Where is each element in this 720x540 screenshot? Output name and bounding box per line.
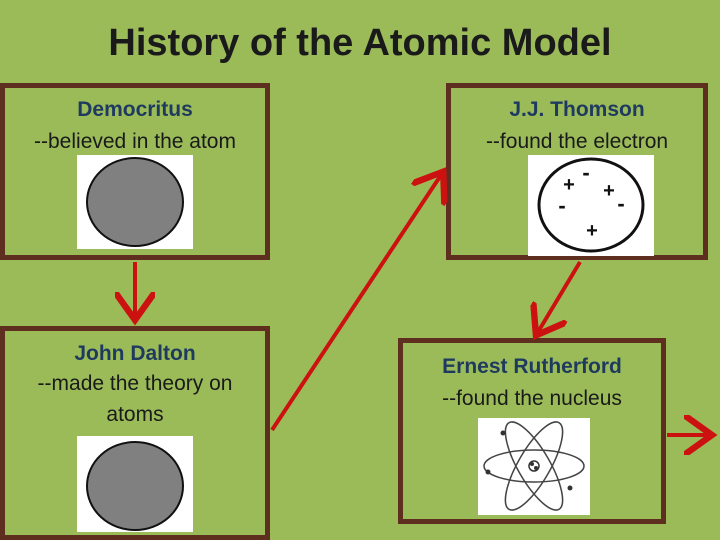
dalton-desc: --made the theory on atoms: [37, 372, 233, 426]
thomson-desc: --found the electron: [485, 129, 669, 153]
democritus-atom-image: [77, 155, 193, 249]
democritus-desc: --believed in the atom: [34, 129, 236, 153]
charge-mark: +: [563, 174, 575, 196]
charge-mark: -: [582, 160, 589, 185]
rutherford-atom-image: [478, 418, 590, 515]
thomson-box: J.J. Thomson --found the electron: [446, 83, 708, 260]
charge-mark: -: [617, 191, 624, 216]
arrow-thomson-to-rutherford: [538, 260, 582, 332]
thomson-atom-image: + - + - - +: [528, 155, 654, 256]
democritus-name: Democritus: [77, 98, 193, 121]
dalton-name: John Dalton: [74, 342, 196, 365]
democritus-box: Democritus --believed in the atom: [0, 83, 270, 260]
rutherford-desc: --found the nucleus: [442, 386, 622, 410]
plum-pudding-model-icon: + - + - - +: [537, 157, 645, 253]
rutherford-name: Ernest Rutherford: [442, 355, 622, 378]
solid-sphere-icon: [86, 157, 184, 247]
dalton-box: John Dalton --made the theory on atoms: [0, 326, 270, 540]
charge-mark: -: [558, 193, 565, 218]
dalton-atom-image: [77, 436, 193, 532]
rutherford-box: Ernest Rutherford --found the nucleus: [398, 338, 666, 524]
solid-sphere-icon: [86, 441, 184, 531]
charge-mark: +: [603, 180, 615, 202]
page-title: History of the Atomic Model: [108, 22, 612, 64]
arrow-dalton-to-thomson: [270, 175, 441, 432]
charge-mark: +: [586, 220, 598, 242]
nuclear-atom-icon: [483, 421, 585, 511]
thomson-name: J.J. Thomson: [509, 98, 645, 121]
